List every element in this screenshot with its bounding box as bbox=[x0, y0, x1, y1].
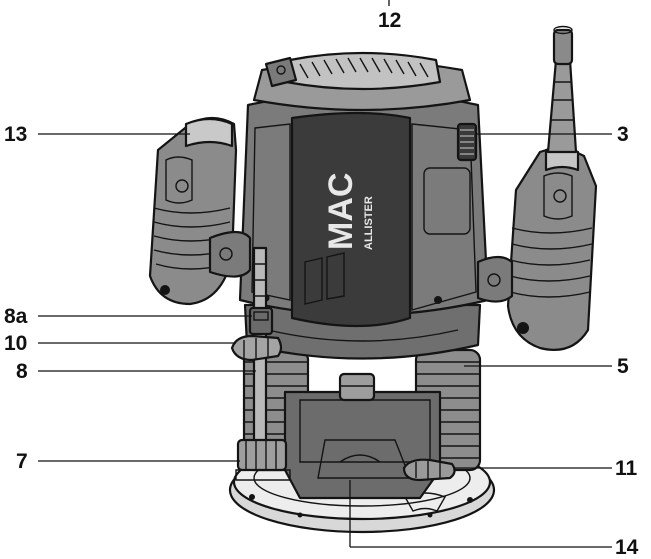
callout-11: 11 bbox=[615, 457, 638, 480]
callout-labels: 12 13 3 8a 10 8 5 7 11 14 bbox=[4, 9, 639, 559]
depth-scale-pointer bbox=[248, 306, 274, 336]
callout-8a: 8a bbox=[4, 305, 28, 328]
brand-logo: MAC ALLISTER bbox=[322, 173, 375, 250]
revolver-depth-stop bbox=[235, 438, 291, 481]
top-cap bbox=[252, 51, 472, 112]
left-handle bbox=[148, 116, 252, 306]
motor-housing bbox=[238, 91, 490, 360]
callout-7: 7 bbox=[16, 450, 28, 473]
callout-14: 14 bbox=[615, 536, 639, 559]
leader-lines bbox=[38, 0, 612, 548]
plunge-lock-lever bbox=[402, 458, 456, 482]
callout-5: 5 bbox=[617, 355, 629, 378]
callout-3: 3 bbox=[617, 123, 629, 146]
right-handle bbox=[476, 25, 598, 351]
brand-text-top: MAC bbox=[322, 173, 360, 250]
callout-8: 8 bbox=[16, 360, 28, 383]
callout-10: 10 bbox=[4, 332, 27, 355]
brand-text-bottom: ALLISTER bbox=[363, 196, 375, 250]
callout-12: 12 bbox=[378, 9, 401, 32]
spindle-nut bbox=[338, 372, 376, 402]
speed-dial bbox=[456, 122, 478, 162]
depth-lock-knob bbox=[230, 334, 283, 362]
chip-guard bbox=[283, 390, 442, 500]
callout-13: 13 bbox=[4, 123, 27, 146]
